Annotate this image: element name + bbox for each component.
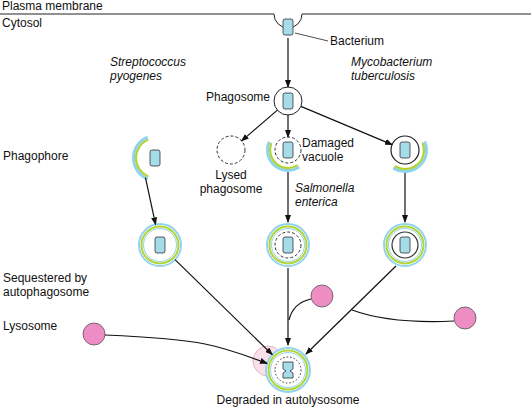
bacterium [400, 237, 410, 253]
flow-arrow [242, 110, 278, 141]
node-label: Phagosome [202, 90, 270, 104]
phagophore-membrane [136, 140, 148, 176]
flow-arrow [175, 260, 272, 355]
autophagosome-membrane [270, 227, 307, 264]
autophagosome-membrane [269, 351, 308, 390]
node-label: Lysosome [3, 319, 63, 333]
node-label: Sequestered by autophagosome [3, 271, 113, 299]
flow-arrow [287, 172, 288, 222]
flow-arrow [404, 172, 405, 222]
node-label: Damaged vacuole [302, 136, 362, 164]
autophagosome-membrane [271, 353, 306, 388]
entering-bacterium: Bacterium [274, 14, 302, 38]
autophagosome [384, 224, 426, 266]
region-label: Plasma membrane [2, 0, 103, 13]
autophagosome [139, 224, 181, 266]
bacterium [283, 19, 293, 35]
node-label: Phagophore [3, 149, 83, 163]
phagosome-membrane [274, 87, 302, 115]
node-label: Bacterium [330, 34, 400, 48]
leader-line [295, 33, 328, 41]
lysosome [311, 285, 333, 307]
phagosome: Phagosome [274, 87, 302, 115]
bacterium [400, 142, 410, 158]
node-shape [139, 224, 181, 266]
node-label: Lysed phagosome [196, 168, 266, 196]
autophagosome-membrane [272, 229, 305, 262]
autophagosome-membrane [389, 229, 422, 262]
flow-arrow [287, 115, 288, 137]
fusion-line [352, 310, 454, 322]
autophagosome [267, 224, 309, 266]
node-shape [275, 137, 301, 163]
flow-arrow [287, 38, 288, 87]
node-shape [266, 348, 310, 392]
lysosome-circle [83, 323, 105, 345]
node-shape [217, 136, 245, 164]
node-label: Degraded in autolysosome [186, 393, 390, 407]
damaged-vacuole: Damaged vacuoleSalmonella enterica [275, 137, 301, 163]
node-label: Salmonella enterica [295, 181, 375, 209]
node-label: Mycobacterium tuberculosis [351, 55, 471, 83]
lysed-membrane [217, 136, 245, 164]
damaged-membrane [275, 137, 301, 163]
flow-arrow [105, 335, 267, 363]
flow-arrow [287, 268, 288, 345]
lysed-phagosome: Lysed phagosome [217, 136, 245, 164]
autophagosome-membrane [387, 227, 424, 264]
degraded-membrane [275, 357, 301, 383]
autophagosome-membrane [144, 229, 177, 262]
node-shape [274, 14, 302, 38]
autolysosome: Degraded in autolysosome [266, 348, 310, 392]
bacterium [150, 150, 160, 166]
flow-arrow [306, 266, 396, 354]
region-label: Cytosol [2, 16, 42, 30]
node-shape [274, 87, 302, 115]
bacterium [283, 142, 293, 158]
degraded-bacterium [283, 362, 293, 378]
node-shape [118, 136, 164, 178]
node-shape [391, 136, 419, 164]
node-label: Streptococcus pyogenes [110, 55, 210, 83]
lysosome [454, 307, 476, 329]
lysosome: Lysosome [83, 323, 105, 345]
bacterium [155, 237, 165, 253]
flow-arrow [145, 178, 155, 225]
autophagosome [266, 348, 310, 392]
bacterium [283, 237, 293, 253]
node-shape [83, 323, 105, 345]
plasma-membrane [0, 14, 531, 28]
damaged-vacuole [275, 232, 301, 258]
bacterium [283, 93, 293, 109]
mycobacterium-vacuole: Mycobacterium tuberculosis [391, 136, 419, 164]
flow-arrow [301, 106, 392, 144]
phagosome-membrane [392, 232, 418, 258]
fusion-line [289, 299, 311, 320]
streptococcus-bacterium: Streptococcus pyogenesPhagophore [118, 136, 164, 178]
phagosome-membrane [391, 136, 419, 164]
autophagosome: Sequestered by autophagosome [139, 224, 181, 266]
autophagosome-membrane [142, 227, 179, 264]
